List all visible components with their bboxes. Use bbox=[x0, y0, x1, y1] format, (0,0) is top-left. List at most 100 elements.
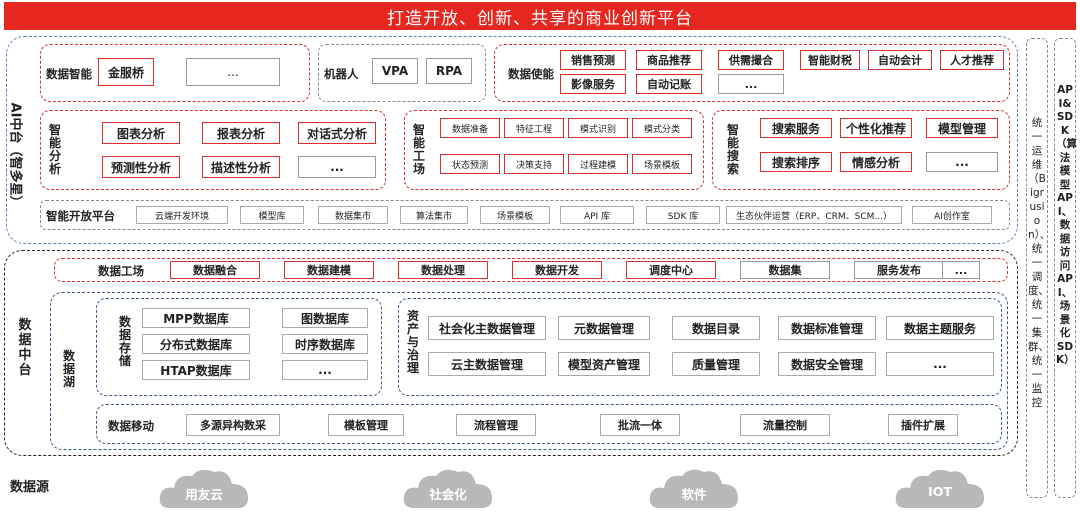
open-platform-item[interactable]: 场景模板 bbox=[480, 206, 550, 224]
storage-label: 数据存储 bbox=[118, 315, 131, 368]
storage-item[interactable]: HTAP数据库 bbox=[142, 360, 250, 380]
search-group bbox=[712, 110, 1010, 190]
search-item[interactable]: ... bbox=[926, 152, 998, 172]
analysis-item[interactable]: 报表分析 bbox=[202, 122, 280, 144]
cloud-icon bbox=[895, 469, 984, 508]
sdk-text: API&SDK（算法模型API、数据访问API、场景化SDK） bbox=[1056, 84, 1077, 366]
factory-label: 智能工场 bbox=[412, 123, 425, 176]
data-move-item[interactable]: 模板管理 bbox=[328, 414, 404, 436]
data-move-group bbox=[96, 404, 1002, 444]
robot-group bbox=[318, 44, 486, 102]
storage-item[interactable]: MPP数据库 bbox=[142, 308, 250, 328]
data-enable-item[interactable]: 商品推荐 bbox=[636, 50, 702, 70]
factory-item[interactable]: 特征工程 bbox=[504, 118, 564, 138]
open-platform-item[interactable]: 数据集市 bbox=[318, 206, 388, 224]
platform-banner: 打造开放、创新、共享的商业创新平台 bbox=[4, 2, 1076, 30]
factory-item[interactable]: 模式识别 bbox=[568, 118, 628, 138]
storage-item[interactable]: 分布式数据库 bbox=[142, 334, 250, 354]
ai-platform-title: AI中台（智多星） bbox=[7, 102, 23, 209]
governance-label: 资产与治理 bbox=[406, 309, 419, 375]
governance-item[interactable]: ... bbox=[886, 352, 994, 376]
data-factory-item[interactable]: 数据处理 bbox=[398, 261, 488, 279]
data-intel-group bbox=[40, 44, 310, 102]
factory-item[interactable]: 模式分类 bbox=[632, 118, 692, 138]
analysis-item[interactable]: 描述性分析 bbox=[202, 156, 280, 178]
governance-item[interactable]: 社会化主数据管理 bbox=[428, 316, 546, 340]
data-enable-item[interactable]: 自动会计 bbox=[868, 50, 932, 70]
data-move-item[interactable]: 流量控制 bbox=[740, 414, 830, 436]
data-move-item[interactable]: 流程管理 bbox=[456, 414, 536, 436]
factory-item[interactable]: 过程建模 bbox=[568, 154, 628, 174]
data-factory-label: 数据工场 bbox=[98, 264, 144, 278]
governance-item[interactable]: 云主数据管理 bbox=[428, 352, 546, 376]
storage-item[interactable]: 时序数据库 bbox=[282, 334, 368, 354]
data-factory-item[interactable]: ... bbox=[942, 261, 980, 279]
vpa-box[interactable]: VPA bbox=[372, 58, 418, 84]
data-source-label: 数据源 bbox=[10, 480, 50, 495]
data-enable-item[interactable]: 人才推荐 bbox=[940, 50, 1004, 70]
governance-item[interactable]: 数据目录 bbox=[672, 316, 760, 340]
open-platform-item[interactable]: API 库 bbox=[560, 206, 634, 224]
data-enable-item[interactable]: 智能财税 bbox=[800, 50, 860, 70]
governance-item[interactable]: 数据主题服务 bbox=[886, 316, 994, 340]
analysis-item[interactable]: 对话式分析 bbox=[298, 122, 376, 144]
cloud-icon bbox=[649, 469, 738, 508]
data-platform-title: 数据中台 bbox=[18, 318, 32, 378]
cloud-icon bbox=[403, 469, 492, 508]
ops-text: 统一运维（Bigrusion）、统一调度、统一集群、统一监控 bbox=[1028, 117, 1051, 409]
rpa-box[interactable]: RPA bbox=[426, 58, 472, 84]
governance-item[interactable]: 模型资产管理 bbox=[558, 352, 650, 376]
cloud-0: 用友云 bbox=[156, 464, 252, 508]
analysis-item[interactable]: ... bbox=[298, 156, 376, 178]
data-enable-item[interactable]: ... bbox=[718, 74, 784, 94]
open-platform-item[interactable]: AI创作室 bbox=[912, 206, 992, 224]
storage-group bbox=[96, 298, 382, 396]
analysis-item[interactable]: 图表分析 bbox=[102, 122, 180, 144]
data-factory-item[interactable]: 数据建模 bbox=[284, 261, 374, 279]
data-enable-item[interactable]: 销售预测 bbox=[560, 50, 626, 70]
storage-item[interactable]: ... bbox=[282, 360, 368, 380]
cloud-1: 社会化 bbox=[400, 464, 496, 508]
ai-platform-container bbox=[6, 36, 1018, 244]
jinfuqiao-box[interactable]: 金服桥 bbox=[98, 58, 154, 86]
data-factory-item[interactable]: 数据开发 bbox=[512, 261, 602, 279]
factory-item[interactable]: 状态预测 bbox=[440, 154, 500, 174]
governance-item[interactable]: 数据标准管理 bbox=[778, 316, 876, 340]
data-move-item[interactable]: 多源异构数采 bbox=[186, 414, 280, 436]
data-intel-more-box[interactable]: ... bbox=[186, 58, 280, 86]
open-platform-item[interactable]: 生态伙伴运营（ERP、CRM、SCM...） bbox=[726, 206, 902, 224]
governance-item[interactable]: 数据安全管理 bbox=[778, 352, 876, 376]
data-move-item[interactable]: 批流一体 bbox=[600, 414, 680, 436]
search-item[interactable]: 模型管理 bbox=[926, 118, 998, 138]
analysis-group bbox=[40, 110, 386, 190]
data-factory-item[interactable]: 数据集 bbox=[740, 261, 830, 279]
factory-item[interactable]: 决策支持 bbox=[504, 154, 564, 174]
data-enable-item[interactable]: 影像服务 bbox=[560, 74, 626, 94]
data-lake-label: 数据湖 bbox=[62, 349, 75, 389]
search-item[interactable]: 情感分析 bbox=[840, 152, 912, 172]
data-enable-item[interactable]: 自动记账 bbox=[636, 74, 702, 94]
data-factory-item[interactable]: 服务发布 bbox=[854, 261, 944, 279]
governance-item[interactable]: 元数据管理 bbox=[558, 316, 650, 340]
factory-item[interactable]: 场景模板 bbox=[632, 154, 692, 174]
open-platform-item[interactable]: 云端开发环境 bbox=[136, 206, 228, 224]
data-move-item[interactable]: 插件扩展 bbox=[888, 414, 958, 436]
analysis-item[interactable]: 预测性分析 bbox=[102, 156, 180, 178]
data-factory-item[interactable]: 调度中心 bbox=[626, 261, 716, 279]
open-platform-item[interactable]: 算法集市 bbox=[400, 206, 468, 224]
search-label: 智能搜索 bbox=[726, 123, 739, 176]
data-enable-item[interactable]: 供需撮合 bbox=[718, 50, 784, 70]
open-platform-group bbox=[40, 200, 1010, 230]
open-platform-item[interactable]: SDK 库 bbox=[646, 206, 720, 224]
cloud-label: 用友云 bbox=[185, 487, 223, 502]
open-platform-item[interactable]: 模型库 bbox=[240, 206, 304, 224]
search-item[interactable]: 搜索服务 bbox=[760, 118, 832, 138]
factory-item[interactable]: 数据准备 bbox=[440, 118, 500, 138]
storage-item[interactable]: 图数据库 bbox=[282, 308, 368, 328]
search-item[interactable]: 个性化推荐 bbox=[840, 118, 912, 138]
data-factory-item[interactable]: 数据融合 bbox=[170, 261, 260, 279]
search-item[interactable]: 搜索排序 bbox=[760, 152, 832, 172]
data-enable-label: 数据使能 bbox=[508, 67, 554, 81]
data-lake-container bbox=[50, 292, 1008, 450]
governance-item[interactable]: 质量管理 bbox=[672, 352, 760, 376]
